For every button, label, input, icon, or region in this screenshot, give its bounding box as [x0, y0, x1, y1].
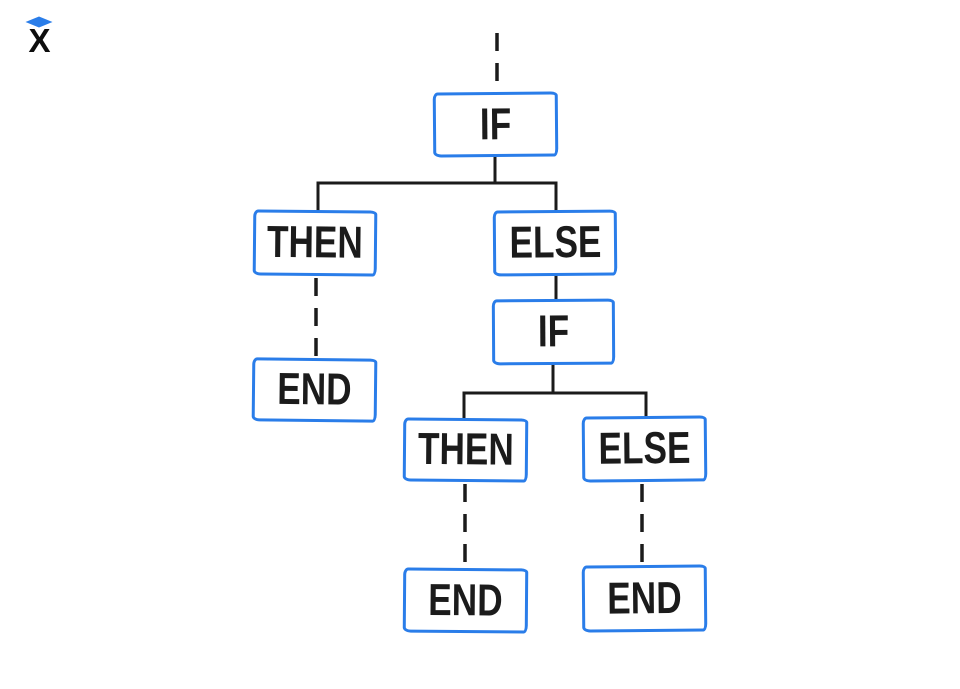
node-label: THEN — [417, 424, 514, 475]
node-end-1[interactable]: END — [251, 357, 378, 423]
node-label: IF — [479, 98, 512, 150]
node-if-2[interactable]: IF — [491, 298, 616, 366]
node-else-1[interactable]: ELSE — [492, 209, 618, 277]
app-logo[interactable]: X — [24, 16, 54, 59]
node-label: IF — [537, 306, 570, 357]
logo-letter: X — [28, 22, 50, 59]
node-label: END — [428, 574, 503, 626]
node-else-2[interactable]: ELSE — [581, 415, 708, 483]
logo-diamond-icon — [25, 16, 53, 28]
node-end-3[interactable]: END — [581, 564, 708, 633]
node-label: END — [277, 364, 352, 415]
node-end-2[interactable]: END — [402, 567, 529, 634]
node-if-1[interactable]: IF — [432, 91, 559, 158]
node-label: ELSE — [508, 217, 602, 268]
node-label: END — [607, 572, 682, 624]
node-label: THEN — [266, 217, 364, 268]
node-label: ELSE — [598, 423, 691, 474]
node-then-1[interactable]: THEN — [252, 209, 378, 277]
node-then-2[interactable]: THEN — [402, 417, 529, 483]
